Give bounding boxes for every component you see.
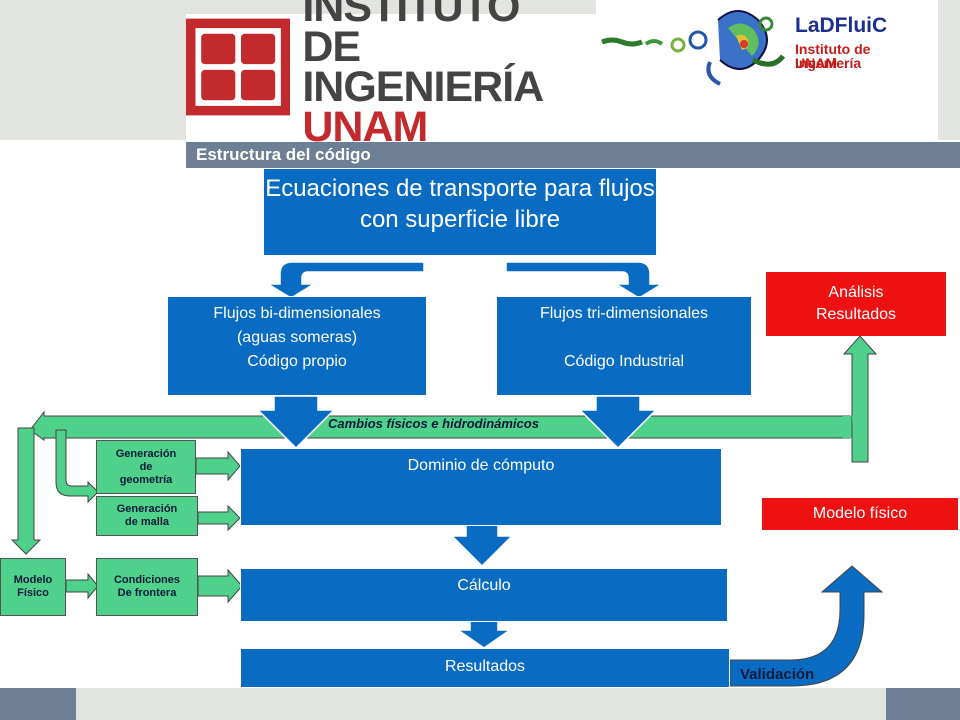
lab-logo-title: LaDFluiC	[795, 14, 888, 37]
top-right-gray-panel	[938, 0, 960, 140]
lab-logo-line2: UNAM	[795, 55, 837, 71]
validacion-arrow	[729, 565, 884, 687]
arrow-malla-dominio	[197, 504, 241, 532]
gen-malla-line1: Generación	[116, 503, 178, 515]
flujos-3d-line1: Flujos tri-dimensionales	[539, 305, 709, 322]
flujos-2d-line1: Flujos bi-dimensionales	[213, 305, 381, 322]
institute-logo-line2: DE INGENIERÍA	[302, 23, 544, 111]
bottom-right-dark-block	[886, 688, 960, 720]
transport-equations-text: Ecuaciones de transporte para flujos con…	[265, 175, 655, 233]
modelo-fisico-red-box: Modelo físico	[762, 498, 958, 530]
funnel-arrow-2d	[256, 395, 336, 450]
gen-geometria-line2: de	[139, 460, 153, 473]
institute-logo: INSTITUTO DE INGENIERÍA UNAM	[186, 0, 596, 149]
section-title-bar: Estructura del código	[186, 142, 960, 168]
flujos-3d-line2	[497, 326, 751, 350]
down-arrow-modelo	[10, 427, 42, 555]
flujos-2d-line2: (aguas someras)	[236, 329, 358, 346]
top-left-gray-panel	[0, 0, 186, 140]
calculo-text: Cálculo	[457, 577, 511, 594]
gen-malla-line2: de malla	[124, 516, 170, 528]
fluid-vortex-icon	[601, 10, 786, 86]
analisis-line2: Resultados	[815, 306, 897, 323]
arrow-condiciones-calculo	[197, 568, 243, 604]
branch-arrow-malla	[55, 429, 99, 504]
modelo-fisico-red-text: Modelo físico	[812, 505, 908, 522]
dominio-text: Dominio de cómputo	[407, 457, 555, 474]
modelo-fisico-green-box: Modelo Físico	[0, 558, 66, 616]
split-arrow-right	[505, 255, 665, 299]
flujos-2d-box: Flujos bi-dimensionales (aguas someras) …	[167, 296, 427, 396]
funnel-arrow-3d	[578, 395, 658, 450]
cambios-label: Cambios físicos e hidrodinámicos	[328, 416, 539, 431]
analisis-box: Análisis Resultados	[766, 272, 946, 336]
institute-emblem-icon	[186, 18, 291, 116]
modelo-fisico-green-line2: Físico	[17, 587, 49, 599]
calculo-box: Cálculo	[240, 568, 728, 622]
up-arrow-analisis	[842, 335, 878, 463]
lab-logo-line1: Instituto de Ingeniería	[795, 41, 871, 71]
validacion-label: Validación	[740, 666, 815, 683]
arrow-calculo-resultados	[455, 619, 513, 649]
arrow-modelo-condiciones	[65, 572, 99, 600]
gen-geometria-box: Generación de geometría	[96, 440, 196, 494]
resultados-text: Resultados	[444, 658, 526, 675]
flujos-2d-line3: Código propio	[247, 353, 347, 370]
lab-logo: LaDFluiC Instituto de Ingeniería UNAM	[598, 0, 938, 100]
analisis-line1: Análisis	[828, 284, 884, 301]
condiciones-box: Condiciones De frontera	[96, 558, 198, 616]
arrow-geometria-dominio	[195, 450, 241, 482]
institute-logo-line1: INSTITUTO	[302, 0, 520, 31]
flujos-3d-box: Flujos tri-dimensionales Código Industri…	[496, 296, 752, 396]
condiciones-line1: Condiciones	[113, 574, 180, 586]
resultados-box: Resultados	[240, 648, 730, 688]
bottom-gray-strip	[76, 688, 886, 720]
gen-malla-box: Generación de malla	[96, 496, 198, 536]
split-arrow-left	[265, 255, 425, 299]
gen-geometria-line1: Generación	[115, 447, 177, 460]
bottom-left-dark-block	[0, 688, 76, 720]
top-gray-strip	[186, 0, 596, 14]
modelo-fisico-green-line1: Modelo	[13, 574, 53, 586]
flujos-3d-line3: Código Industrial	[563, 353, 685, 370]
arrow-dominio-calculo	[450, 523, 514, 568]
institute-logo-line3: UNAM	[302, 103, 428, 151]
dominio-box: Dominio de cómputo	[240, 448, 722, 526]
gen-geometria-line3: geometría	[119, 473, 173, 486]
transport-equations-box: Ecuaciones de transporte para flujos con…	[263, 168, 657, 256]
condiciones-line2: De frontera	[117, 587, 177, 599]
